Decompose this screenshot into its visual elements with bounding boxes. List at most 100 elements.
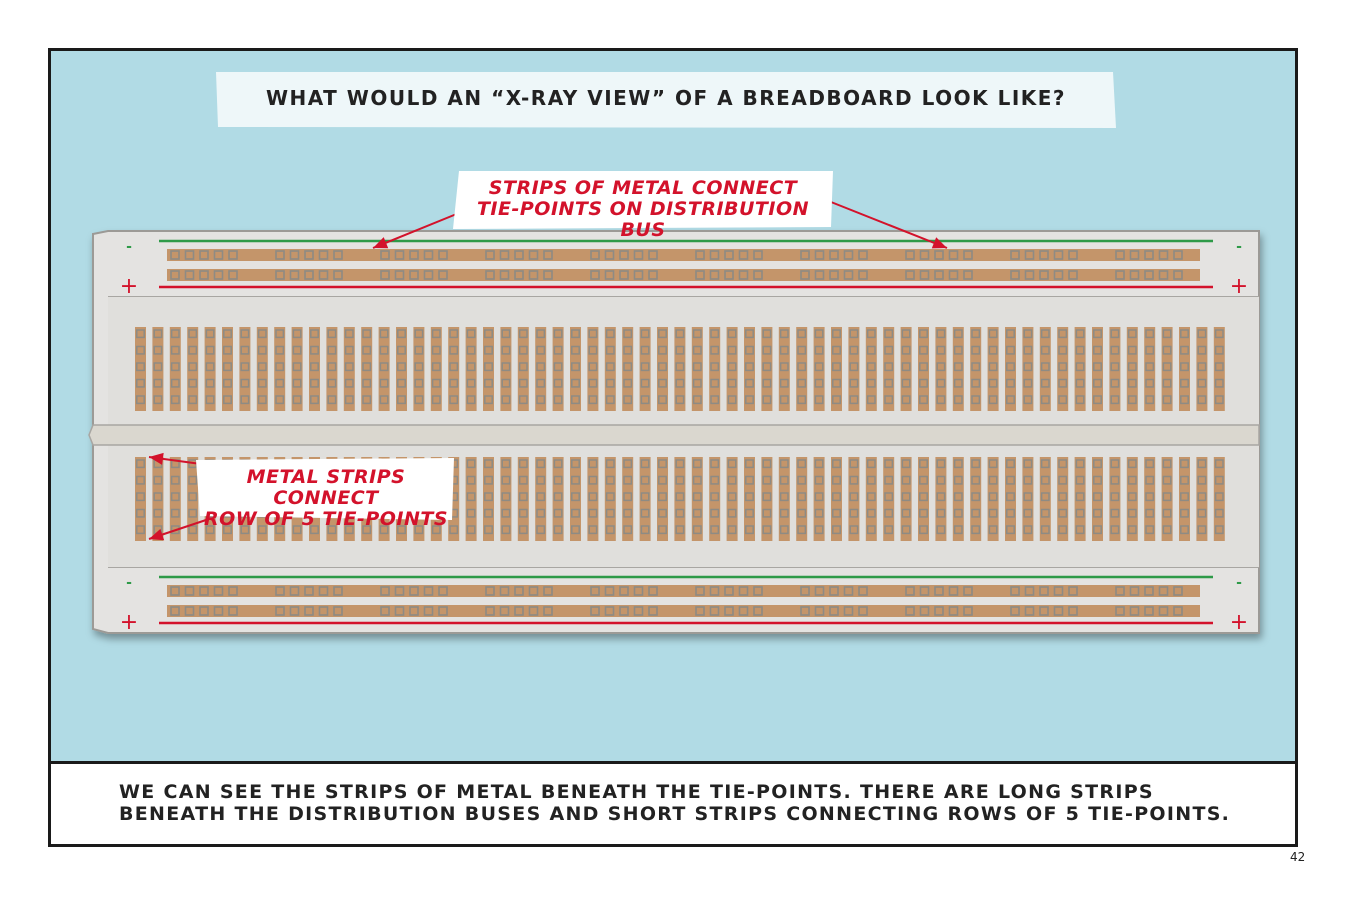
terminal-metal-strip (813, 327, 825, 411)
tie-point (814, 250, 825, 260)
tie-point (623, 395, 633, 405)
tie-point (849, 378, 859, 388)
tie-point (213, 270, 224, 280)
tie-point (1173, 250, 1183, 260)
tie-point (1053, 586, 1064, 596)
tie-point (1075, 378, 1085, 388)
tie-point (849, 492, 859, 502)
tie-point (1144, 250, 1154, 260)
tie-point (1010, 606, 1020, 616)
tie-point (344, 345, 354, 355)
tie-point (727, 395, 737, 405)
tie-point (188, 329, 198, 339)
tie-point (304, 606, 314, 616)
tie-point (1144, 586, 1154, 596)
tie-point (275, 345, 285, 355)
tie-point (543, 586, 553, 596)
terminal-metal-strip (1092, 457, 1103, 541)
tie-point (1110, 345, 1120, 355)
tie-point (797, 475, 807, 485)
tie-point (1023, 492, 1033, 502)
tie-point (170, 250, 180, 260)
tie-point (240, 329, 250, 339)
tie-point (623, 345, 633, 355)
tie-point (605, 492, 615, 502)
terminal-metal-strip (1074, 327, 1086, 411)
tie-point (1068, 250, 1078, 260)
terminal-metal-strip (726, 457, 738, 541)
tie-point (188, 475, 198, 485)
tie-point (658, 378, 667, 388)
tie-point (1093, 492, 1102, 502)
tie-point (153, 362, 163, 372)
terminal-metal-strip (517, 327, 529, 411)
tie-point (588, 345, 598, 355)
tie-point (318, 270, 329, 280)
callout-terminal-rows: METAL STRIPS CONNECT ROW OF 5 TIE-POINTS (196, 458, 456, 530)
breadboard: -+-+-+-+ (88, 201, 1260, 635)
tie-point (633, 606, 644, 616)
tie-point (919, 345, 928, 355)
tie-point (553, 459, 563, 469)
tie-point (1110, 378, 1120, 388)
tie-point (1058, 378, 1068, 388)
tie-point (604, 606, 615, 616)
tie-point (275, 586, 285, 596)
terminal-metal-strip (169, 327, 181, 411)
tie-point (988, 395, 998, 405)
tie-point (858, 250, 868, 260)
tie-point (588, 362, 598, 372)
tie-point (553, 378, 563, 388)
tie-point (745, 475, 754, 485)
tie-point (800, 586, 810, 596)
tie-point (292, 395, 302, 405)
terminal-metal-strip (691, 457, 703, 541)
tie-point (1115, 606, 1125, 616)
tie-point (1093, 345, 1102, 355)
tie-point (1214, 492, 1224, 502)
terminal-metal-strip (796, 457, 808, 541)
tie-point (953, 525, 963, 535)
negative-marker-left-top: - (126, 239, 132, 255)
terminal-metal-strip (709, 327, 721, 411)
tie-point (1039, 606, 1049, 616)
tie-point (884, 329, 894, 339)
tie-point (275, 362, 285, 372)
tie-point (779, 345, 789, 355)
tie-point (745, 378, 754, 388)
tie-point (484, 525, 493, 535)
terminal-metal-strip (831, 327, 842, 411)
tie-point (449, 345, 459, 355)
tie-point (501, 475, 511, 485)
terminal-metal-strip (1057, 457, 1069, 541)
tie-point (184, 606, 195, 616)
tie-point (1024, 586, 1035, 596)
tie-point (499, 606, 510, 616)
tie-point (901, 395, 911, 405)
terminal-metal-strip (309, 327, 320, 411)
tie-point (304, 250, 314, 260)
tie-point (692, 378, 702, 388)
tie-point (1145, 362, 1155, 372)
tie-point (779, 525, 789, 535)
tie-point (675, 492, 685, 502)
tie-point (762, 378, 772, 388)
callout-distribution-bus: STRIPS OF METAL CONNECT TIE-POINTS ON DI… (453, 171, 833, 241)
tie-point (1129, 586, 1140, 596)
tie-point (829, 270, 839, 280)
tie-point (866, 345, 876, 355)
tie-point (1127, 329, 1137, 339)
tie-point (1039, 250, 1049, 260)
tie-point (988, 345, 998, 355)
tie-point (919, 459, 928, 469)
tie-point (184, 250, 195, 260)
terminal-metal-strip (900, 457, 912, 541)
tie-point (153, 345, 163, 355)
tie-point (1039, 586, 1049, 596)
tie-point (905, 270, 915, 280)
tie-point (205, 525, 215, 535)
tie-point (710, 525, 720, 535)
tie-point (528, 250, 539, 260)
tie-point (275, 250, 285, 260)
tie-point (553, 329, 563, 339)
